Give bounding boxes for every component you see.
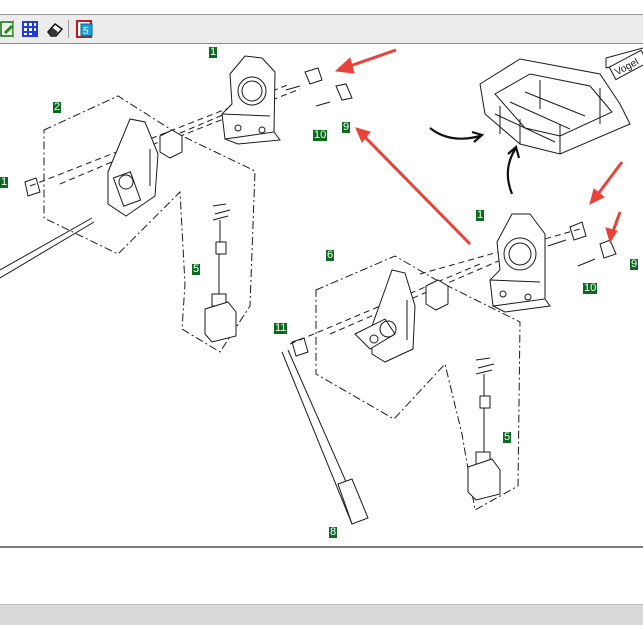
callout-10-right[interactable]: 10 (583, 282, 598, 294)
callout-2[interactable]: 2 (53, 101, 62, 113)
callout-1-top[interactable]: 1 (209, 46, 218, 58)
grid-icon[interactable] (20, 19, 40, 39)
exploded-parts-diagram: Vogel (0, 47, 643, 525)
svg-text:5: 5 (83, 26, 89, 37)
inset-logo: Vogel (608, 49, 643, 81)
sensor-5-left (204, 203, 237, 343)
callout-11-left[interactable]: 1 (0, 176, 9, 188)
rod-left (0, 217, 95, 279)
knob-parts (24, 67, 617, 357)
toolbar: 5 (0, 15, 643, 44)
black-arrows (429, 127, 521, 195)
callout-9-top[interactable]: 9 (342, 121, 351, 133)
group-outline-6 (315, 255, 521, 511)
callout-1-right[interactable]: 1 (476, 209, 485, 221)
status-bar (0, 604, 643, 625)
diagram-canvas[interactable]: Vogel 1 2 9 10 1 1 5 6 9 10 11 5 8 (0, 44, 643, 548)
link-fragment[interactable] (0, 568, 3, 580)
sensor-5-right (467, 357, 501, 501)
callout-11-bottom[interactable]: 11 (274, 322, 288, 334)
toolbar-separator (13, 20, 14, 38)
content-panel (0, 548, 643, 604)
eraser-icon[interactable] (45, 19, 65, 39)
callout-5-right[interactable]: 5 (503, 431, 512, 443)
menu-strip (0, 0, 643, 15)
callout-10-top[interactable]: 10 (313, 129, 328, 141)
callout-8[interactable]: 8 (329, 526, 338, 538)
bracket-1-top (221, 55, 281, 145)
callout-6[interactable]: 6 (326, 249, 335, 261)
callout-9-right[interactable]: 9 (630, 258, 639, 270)
motor-plate-6 (354, 269, 416, 363)
bracket-1-right (489, 213, 551, 313)
inset-machine-frame (479, 47, 643, 155)
callout-5-left[interactable]: 5 (192, 263, 201, 275)
coupler-blocks (159, 129, 449, 311)
edit-icon[interactable] (0, 19, 20, 39)
report-icon[interactable]: 5 (75, 19, 95, 39)
toolbar-separator (68, 20, 69, 38)
group-outline-2 (43, 95, 256, 353)
red-arrows (334, 48, 624, 246)
motor-plate-2 (107, 118, 159, 217)
